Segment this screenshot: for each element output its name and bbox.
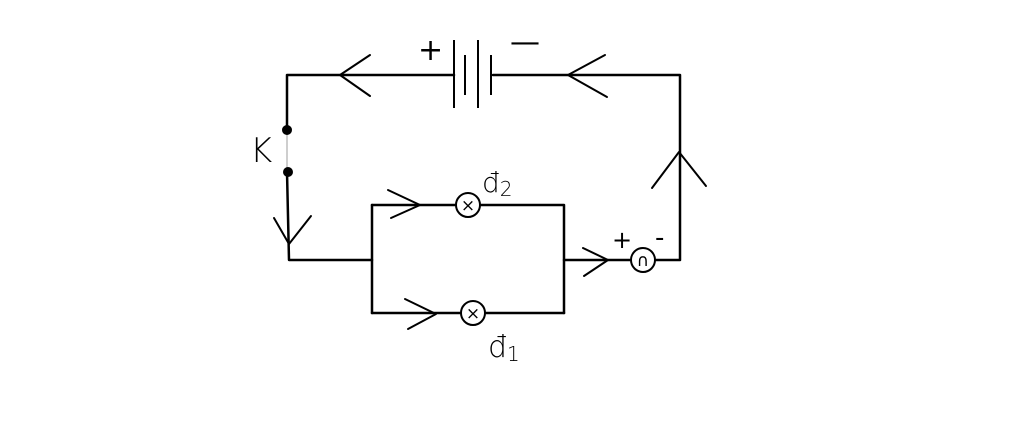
arrow-to-ammeter [582,247,609,277]
lamp-2-subscript: 2 [500,177,513,201]
current-arrows [273,54,707,330]
ammeter-circle [630,247,656,273]
switch-contact-top [282,125,292,135]
lamp-1-circle [460,300,486,326]
arrow-branch-top [387,189,421,219]
arrow-branch-bottom [404,298,437,330]
switch-contact-bottom [283,167,293,177]
battery-plus-label: + [418,33,443,68]
battery: + — [418,25,540,108]
wire-left-down [285,170,374,262]
lamp-2: × đ2 [455,166,513,218]
lamp-1: × đ1 [460,300,520,366]
arrow-top-left [339,54,371,97]
lamp-1-subscript: 1 [507,342,520,366]
lamp-2-label: đ2 [482,166,513,201]
lamp-2-symbol: × [461,196,475,216]
ammeter-symbol: ∩ [637,251,649,271]
wires [285,73,682,315]
ammeter-minus-label: - [655,223,664,253]
lamp-2-circle [455,192,481,218]
switch: K [250,125,293,177]
arrow-top-right [567,54,608,98]
arrow-right-up [651,151,707,189]
wire-top-left [285,73,456,132]
switch-label: K [250,131,272,171]
ammeter: ∩ + - [612,223,664,273]
ammeter-plus-label: + [612,226,632,254]
wire-right [491,73,682,262]
lamp-1-symbol: × [466,304,480,324]
lamp-1-label: đ1 [488,330,520,366]
wire-branch-top-right [479,203,566,315]
lamp-1-letter: đ [488,330,507,365]
arrow-left-down [273,215,312,245]
lamp-2-letter: đ [482,166,500,199]
battery-minus-label: — [510,25,540,60]
